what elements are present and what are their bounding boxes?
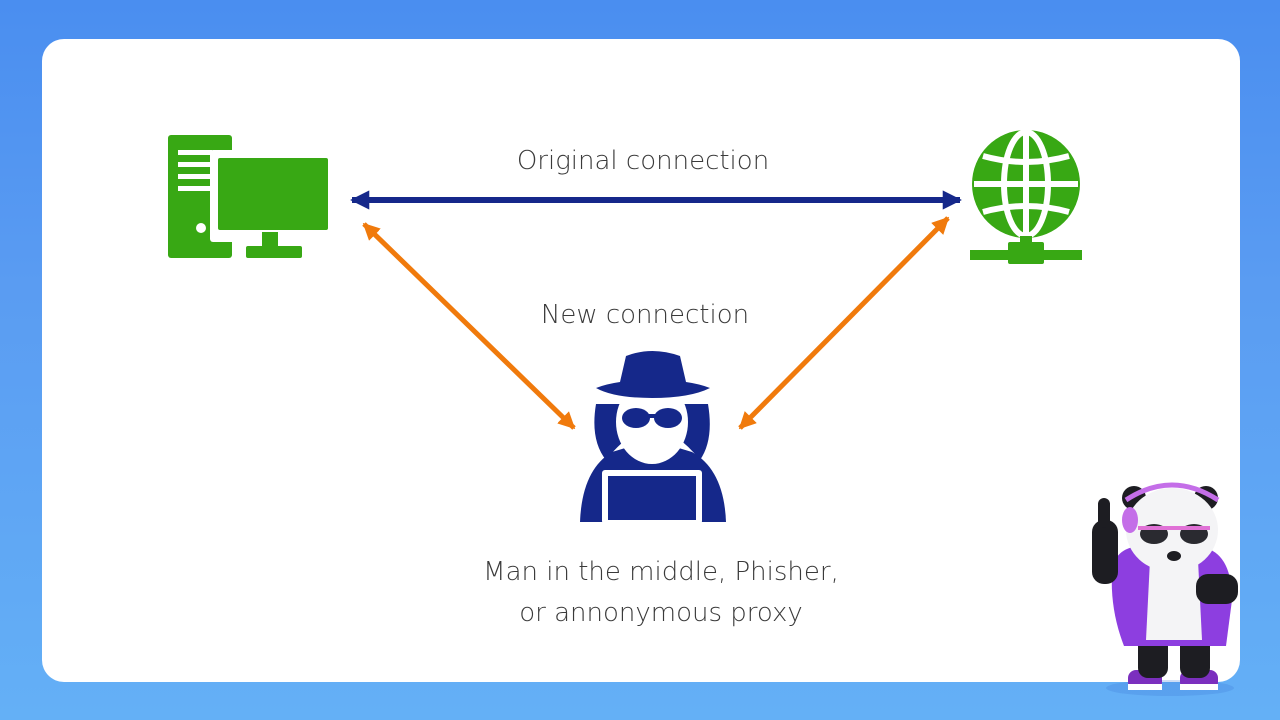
client-attacker-arrow — [362, 222, 576, 430]
desktop-computer-icon — [168, 135, 336, 258]
new-connection-label: New connection — [540, 300, 750, 330]
panda-mascot — [1092, 482, 1238, 696]
server-attacker-arrow — [738, 216, 950, 430]
attacker-label-line-1: Man in the middle, Phisher, — [483, 557, 839, 587]
globe-network-icon — [970, 129, 1082, 264]
hacker-spy-icon — [580, 351, 726, 524]
original-connection-label: Original connection — [516, 146, 770, 176]
attacker-label: Man in the middle, Phisher, or annonymou… — [0, 552, 1280, 634]
attacker-label-line-2: or annonymous proxy — [519, 598, 803, 628]
